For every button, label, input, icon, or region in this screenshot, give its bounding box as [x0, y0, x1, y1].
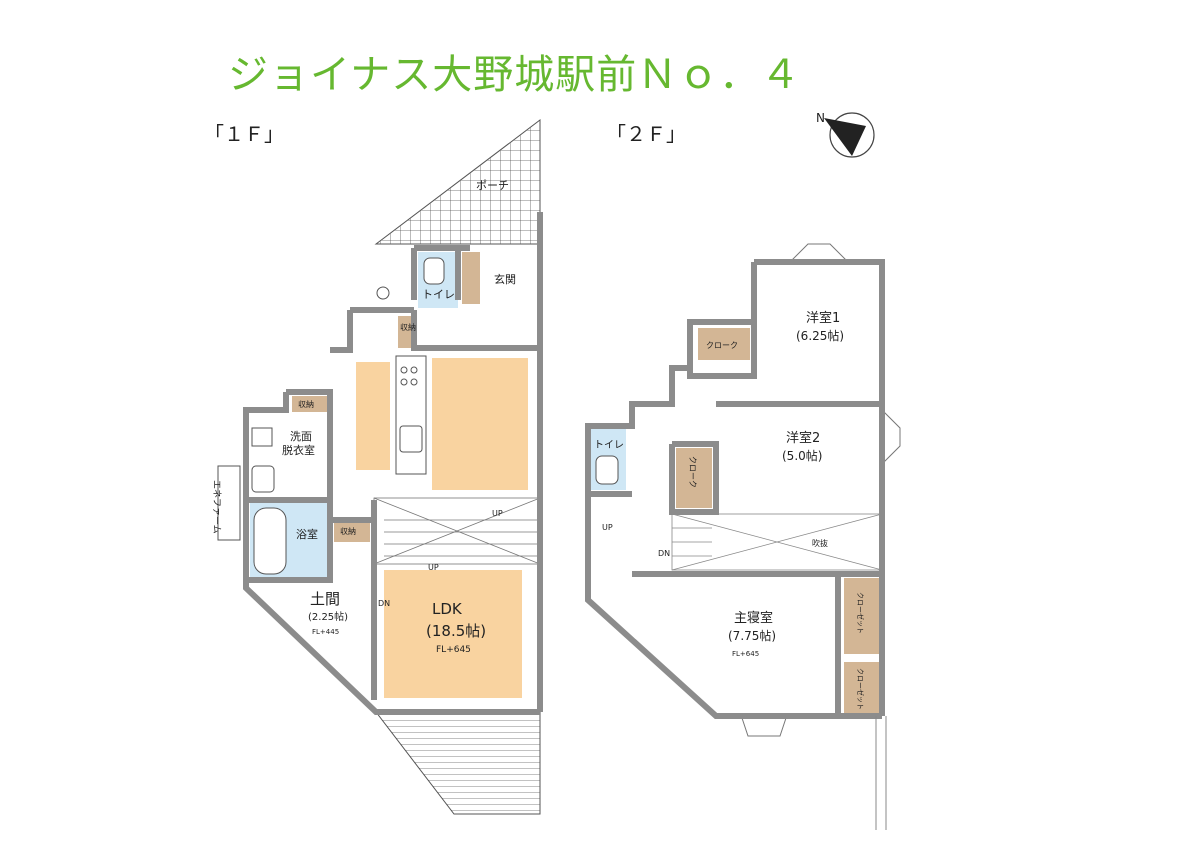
shoe-storage [462, 252, 480, 304]
dining-floor [432, 358, 528, 490]
closet-2-label: クローク [688, 456, 697, 488]
master-bedroom-fl: FL+645 [732, 650, 759, 658]
western-room-2-label: 洋室2 [786, 430, 820, 446]
ldk-fl: FL+645 [436, 645, 471, 655]
entrance-label: 玄関 [494, 272, 516, 286]
western-room-1-label: 洋室1 [806, 310, 840, 326]
deck-area [374, 711, 541, 815]
ldk-size: (18.5帖) [426, 622, 486, 640]
doma-fl: FL+445 [312, 628, 339, 636]
closet-2 [676, 448, 712, 508]
toilet-label: トイレ [422, 288, 455, 301]
closet-4-label: クローゼット [856, 668, 865, 710]
stair-2f-up-label: UP [602, 523, 613, 532]
storage-a-label: 収納 [400, 322, 416, 332]
ldk-floor [384, 570, 522, 698]
kitchen-floor [356, 362, 390, 470]
closet-3 [844, 578, 880, 654]
washing-machine [251, 465, 275, 493]
storage-a [398, 316, 412, 348]
storage-c [334, 520, 370, 542]
bath-label: 浴室 [296, 527, 318, 541]
void-label: 吹抜 [812, 538, 828, 548]
floor-2-walls [585, 259, 885, 719]
storage-b-label: 収納 [298, 399, 314, 409]
enefarm-label: エネファーム [211, 480, 222, 534]
closet-1-label: クローク [706, 341, 738, 350]
porch-label: ポーチ [476, 179, 509, 192]
floor-1-walls [243, 212, 543, 715]
toilet-2f-fixture [595, 455, 619, 485]
porch-area [374, 118, 541, 245]
closet-3-label: クローゼット [856, 592, 865, 634]
kitchen-counter [395, 355, 427, 475]
doma-label: 土間 [310, 590, 340, 608]
washroom-label-2: 脱衣室 [282, 443, 315, 457]
property-title: ジョイナス大野城駅前Ｎｏ．４ [228, 52, 802, 98]
bay-window-3 [741, 717, 787, 737]
wash-basin [251, 427, 273, 447]
ldk-label: LDK [432, 600, 463, 618]
compass: N [816, 111, 875, 158]
floor-1-plan: ポーチ 玄関 トイレ 収納 収納 収納 洗面 脱衣室 浴室 エネファーム 土間 … [211, 118, 543, 815]
toilet-2f-label: トイレ [594, 440, 624, 451]
closet-4 [844, 662, 880, 716]
floor-2-void [671, 513, 883, 571]
master-bedroom-size: (7.75帖) [728, 628, 776, 643]
stair-dn-label: DN [378, 599, 390, 608]
north-arrow-icon [824, 118, 866, 156]
bathtub [253, 507, 287, 575]
washroom-label-1: 洗面 [290, 430, 312, 443]
western-room-2-size: (5.0帖) [782, 448, 822, 463]
master-bedroom-label: 主寝室 [734, 610, 773, 626]
stair-up-label-1: UP [492, 509, 503, 518]
floor-2-label: 「２Ｆ」 [606, 122, 686, 146]
stair-2f-dn-label: DN [658, 549, 670, 558]
storage-b [292, 396, 328, 412]
western-room-1-size: (6.25帖) [796, 328, 844, 343]
enefarm-unit [217, 465, 241, 541]
compass-north-label: N [816, 111, 825, 125]
doma-size: (2.25帖) [308, 610, 348, 623]
floor-1-label: 「１Ｆ」 [204, 122, 284, 146]
floor-1-stairs [373, 497, 541, 565]
stair-up-label-2: UP [428, 563, 439, 572]
storage-c-label: 収納 [340, 526, 356, 536]
toilet-fixture [423, 257, 445, 285]
closet-1 [698, 328, 750, 360]
floor-2-plan: 洋室1 (6.25帖) クローク 洋室2 (5.0帖) クローク トイレ 吹抜 … [585, 243, 901, 830]
